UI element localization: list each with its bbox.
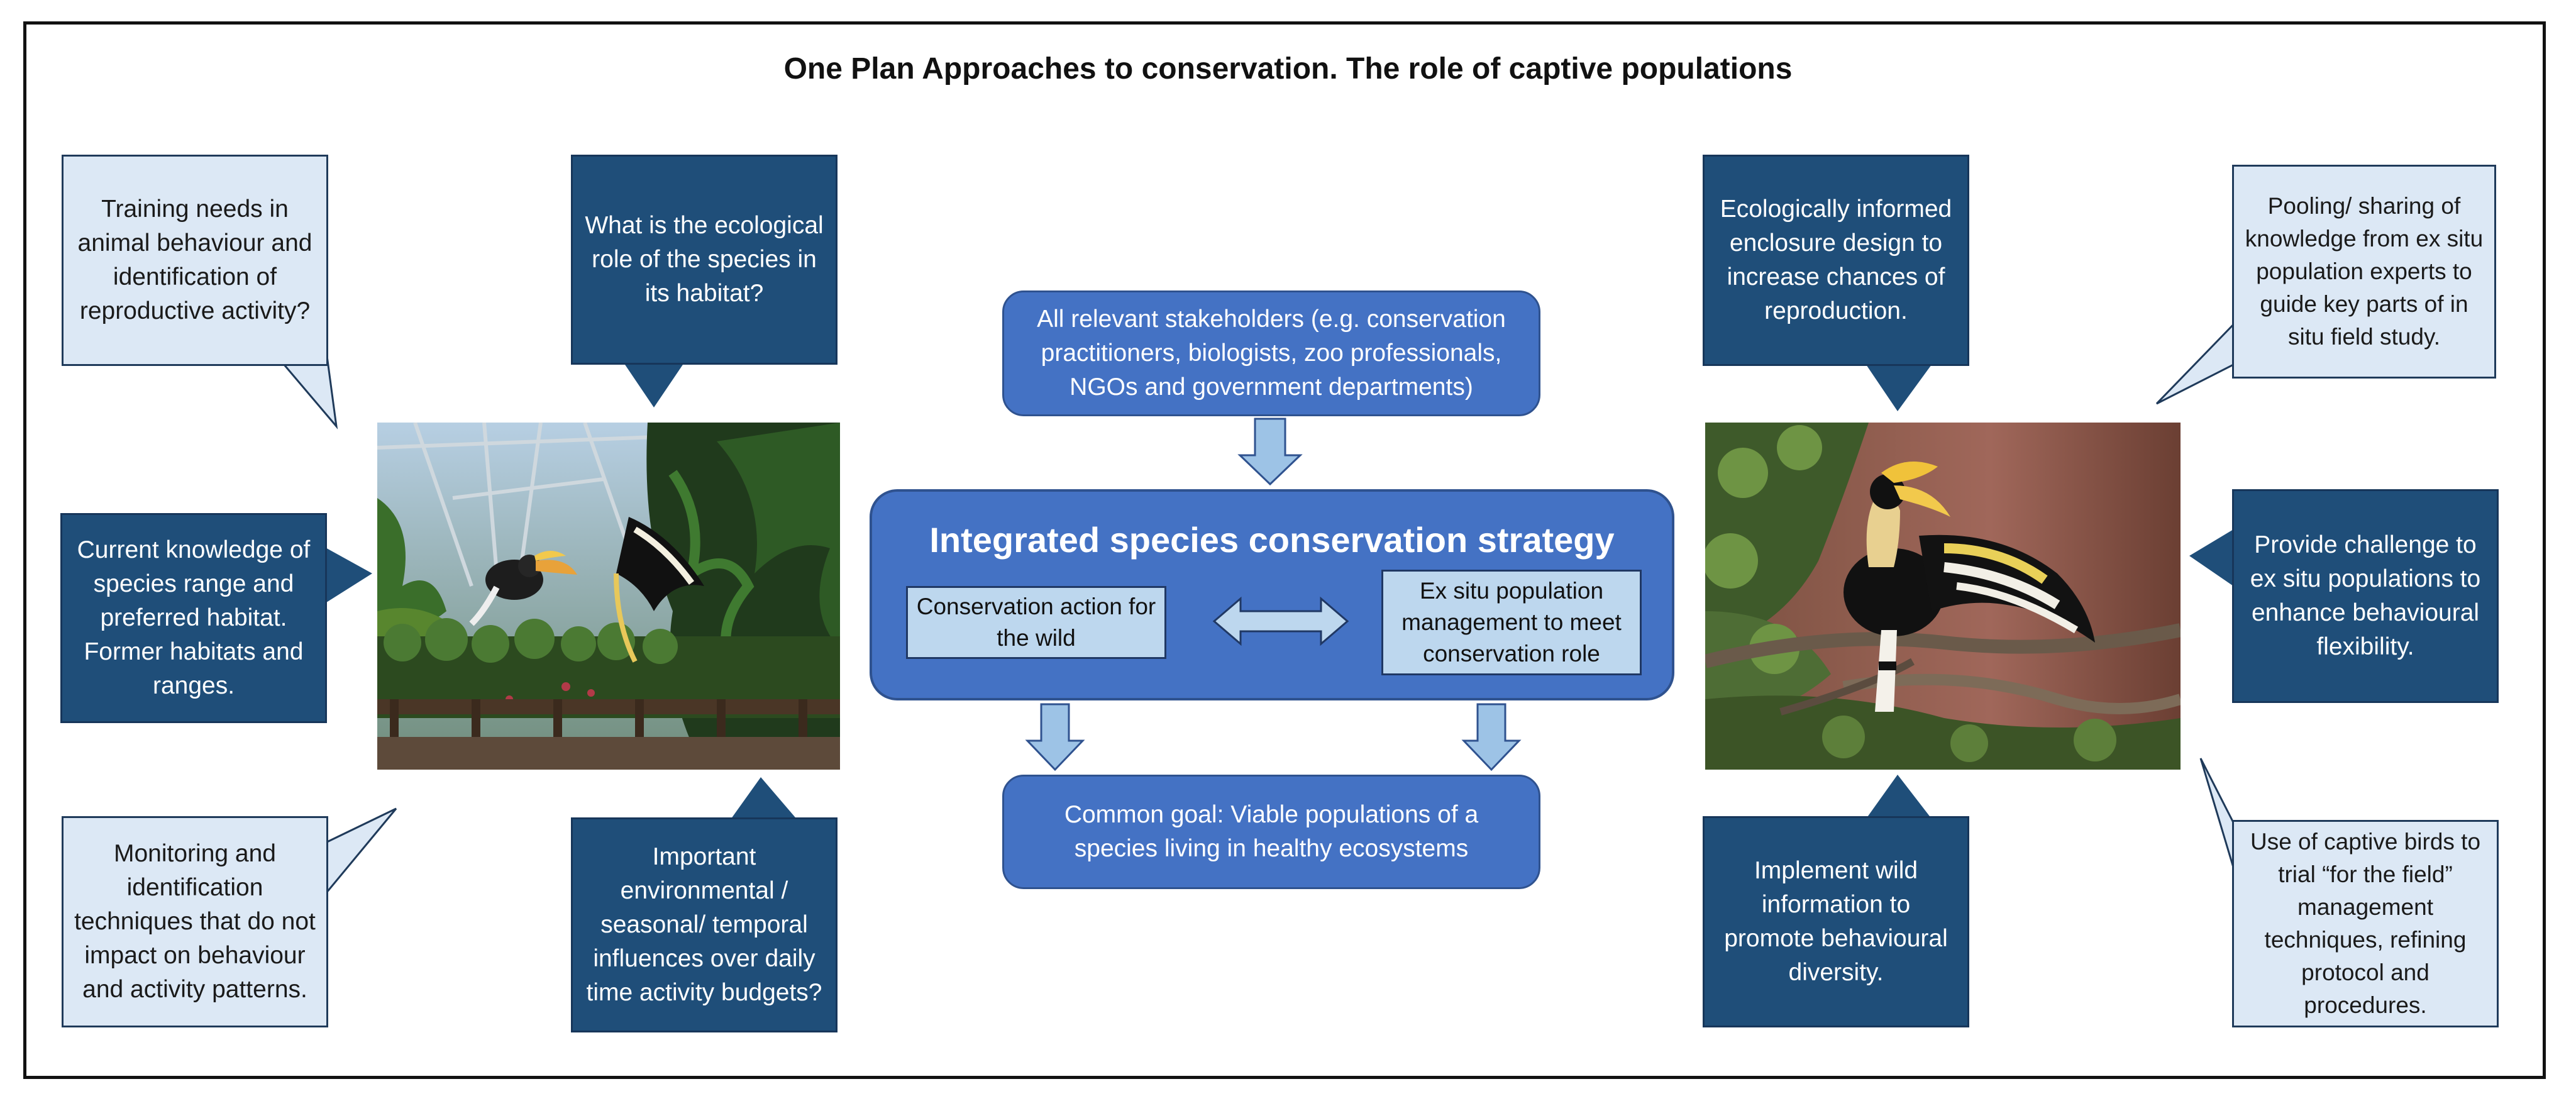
hornbill-greenhouse-photo: [377, 423, 840, 770]
monitoring-callout: Monitoring and identification techniques…: [62, 816, 328, 1027]
current-knowledge-callout: Current knowledge of species range and p…: [60, 513, 327, 723]
pooling-knowledge-tail: [2155, 319, 2237, 405]
training-needs-tail: [274, 355, 338, 429]
ex-situ-management-box: Ex situ population management to meet co…: [1381, 570, 1642, 675]
training-needs-callout: Training needs in animal behaviour and i…: [62, 155, 328, 366]
pooling-knowledge-callout: Pooling/ sharing of knowledge from ex si…: [2232, 165, 2496, 379]
diagram-title: One Plan Approaches to conservation. The…: [783, 52, 1793, 86]
ecological-role-tail: [622, 361, 685, 407]
stakeholders-box: All relevant stakeholders (e.g. conserva…: [1002, 290, 1540, 416]
captive-birds-trial-callout: Use of captive birds to trial “for the f…: [2232, 820, 2499, 1027]
down-arrow-icon: [1025, 703, 1085, 772]
down-arrow-icon: [1461, 703, 1522, 772]
strategy-title: Integrated species conservation strategy: [929, 520, 1615, 560]
environmental-influences-callout: Important environmental / seasonal/ temp…: [571, 817, 837, 1032]
implement-wild-info-tail: [1866, 775, 1932, 819]
monitoring-tail: [322, 807, 397, 900]
ecological-role-callout: What is the ecological role of the speci…: [571, 155, 837, 365]
captive-birds-trial-tail: [2199, 758, 2236, 872]
current-knowledge-tail: [324, 547, 372, 604]
double-arrow-icon: [1212, 596, 1349, 646]
provide-challenge-callout: Provide challenge to ex situ populations…: [2232, 489, 2499, 703]
environmental-influences-tail: [729, 777, 799, 821]
provide-challenge-tail: [2189, 529, 2233, 586]
implement-wild-info-callout: Implement wild information to promote be…: [1703, 816, 1969, 1027]
strategy-box: Integrated species conservation strategy…: [870, 489, 1674, 700]
down-arrow-icon: [1237, 418, 1303, 486]
enclosure-design-tail: [1866, 365, 1932, 411]
common-goal-box: Common goal: Viable populations of a spe…: [1002, 775, 1540, 889]
hornbill-branch-photo: [1705, 423, 2181, 770]
enclosure-design-callout: Ecologically informed enclosure design t…: [1703, 155, 1969, 366]
wild-action-box: Conservation action for the wild: [906, 586, 1166, 659]
